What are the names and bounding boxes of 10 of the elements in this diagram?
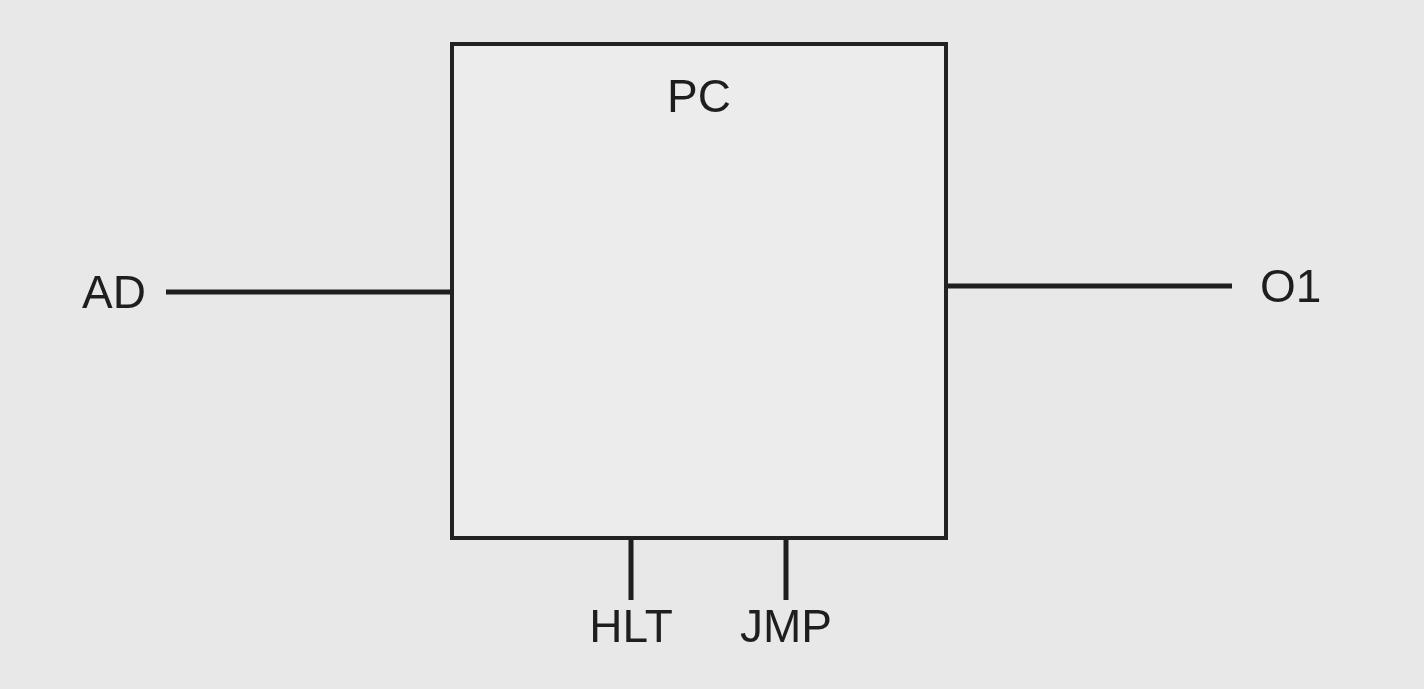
connection-line: [166, 289, 450, 295]
connection-line: [628, 540, 634, 600]
block-box: [450, 42, 948, 540]
pin-label: AD: [78, 266, 166, 318]
pin-label: JMP: [736, 600, 836, 652]
block-title: PC: [666, 70, 732, 122]
pin-label: HLT: [586, 600, 676, 652]
pin-label: O1: [1232, 260, 1336, 312]
connection-line: [783, 540, 789, 600]
connection-line: [948, 283, 1232, 289]
